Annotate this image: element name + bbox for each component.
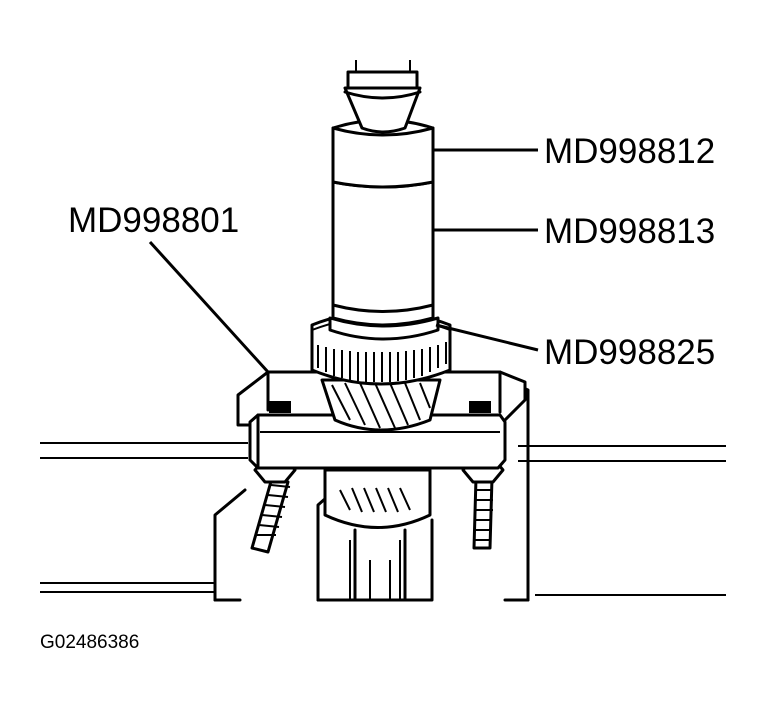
leader-lines <box>148 148 539 374</box>
figure-id: G02486386 <box>40 632 139 653</box>
label-md998825: MD998825 <box>544 333 715 372</box>
label-md998812: MD998812 <box>544 132 715 171</box>
press-ram <box>343 60 422 134</box>
label-md998801: MD998801 <box>68 201 239 240</box>
left-bolt <box>250 456 297 554</box>
shaft-lower <box>323 468 432 602</box>
clamp-bar <box>248 413 507 470</box>
leader-md998801 <box>148 240 270 374</box>
label-md998813: MD998813 <box>544 212 715 251</box>
leader-md998825 <box>435 323 539 352</box>
right-bolt <box>461 456 505 550</box>
tool-md998813 <box>328 180 440 341</box>
